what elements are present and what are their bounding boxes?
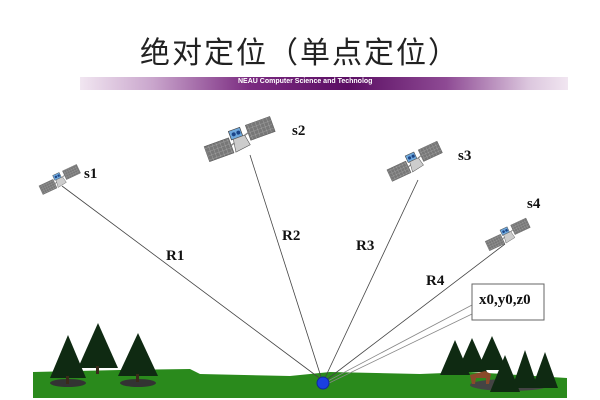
label-s3: s3 [458, 148, 471, 164]
satellite-s4-icon [483, 217, 533, 252]
banner: NEAU Computer Science and Technolog [80, 77, 568, 90]
label-r4: R4 [426, 273, 445, 289]
satellite-s2-icon [201, 115, 278, 163]
label-leader-2 [326, 313, 473, 385]
label-r2: R2 [282, 228, 300, 244]
label-s4: s4 [527, 196, 541, 212]
label-r1: R1 [166, 248, 184, 264]
label-leader-1 [325, 304, 473, 383]
range-line-r2 [249, 154, 323, 381]
receiver-icon [316, 376, 330, 390]
label-s2: s2 [292, 123, 305, 139]
trees-left [50, 323, 158, 387]
range-line-r1 [61, 185, 323, 381]
range-line-r4 [324, 243, 506, 382]
label-r3: R3 [356, 238, 374, 254]
slide-title: 绝对定位（单点定位） [140, 36, 460, 71]
label-s1: s1 [84, 166, 97, 182]
receiver-coords-label: x0,y0,z0 [479, 292, 531, 308]
satellite-s3-icon [384, 140, 446, 183]
banner-text: NEAU Computer Science and Technolog [238, 78, 373, 85]
trees-right [440, 336, 558, 392]
receiver-coords-box [471, 283, 545, 321]
ground [33, 369, 567, 398]
satellite-s1-icon [36, 163, 83, 196]
range-line-r3 [323, 179, 419, 381]
